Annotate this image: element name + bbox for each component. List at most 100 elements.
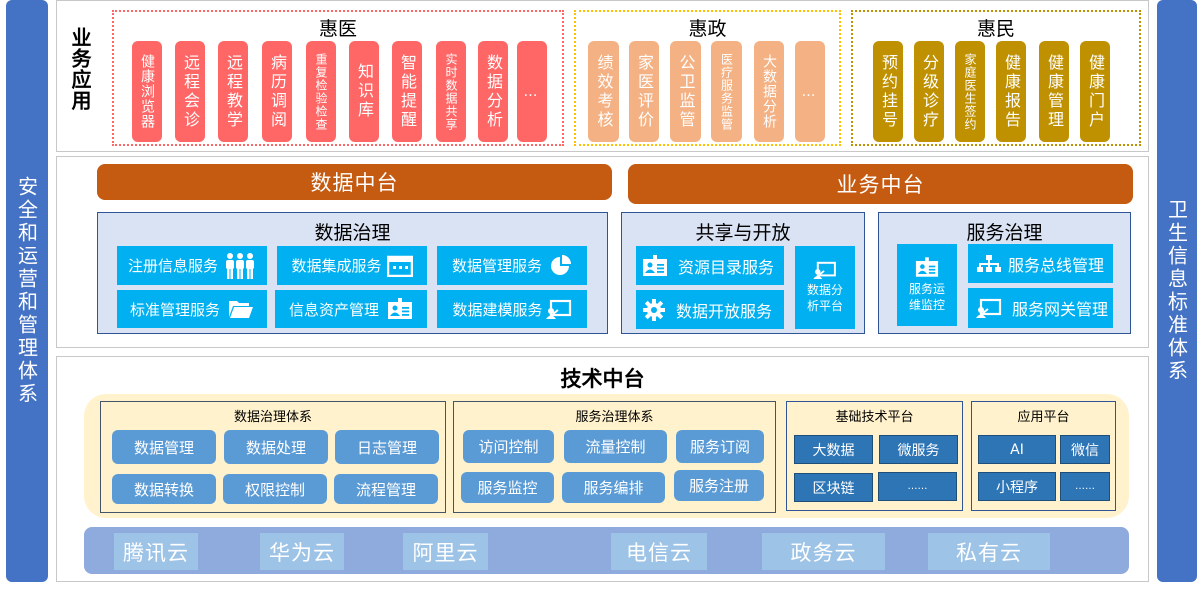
rtile[interactable]: 服务监控 (461, 472, 554, 503)
app-item-label: 知识库 (355, 63, 374, 120)
cloud-gov[interactable]: 政务云 (762, 533, 885, 570)
service-governance-system: 服务治理体系 访问控制 流量控制 服务订阅 服务监控 服务编排 服务注册 (453, 401, 776, 513)
tile-register-info[interactable]: 注册信息服务 (117, 246, 267, 285)
cloud-telecom[interactable]: 电信云 (611, 533, 707, 570)
app-item[interactable]: 分级诊疗 (914, 41, 944, 142)
business-app-title: 业务应用 (68, 27, 92, 111)
zone-title: 共享与开放 (695, 222, 791, 244)
tile-data-integration[interactable]: 数据集成服务 (277, 246, 427, 285)
app-item-label: 智能提醒 (398, 53, 417, 130)
app-item[interactable]: 病历调阅 (262, 41, 292, 142)
security-operations-label: 安全和运营和管理体系 (14, 176, 39, 406)
tile-label: 服务网关管理 (1012, 300, 1109, 319)
app-item-label: 公卫监管 (676, 53, 696, 130)
data-platform-bar: 数据中台 (97, 164, 612, 200)
tile-label: 服务运维监控 (908, 282, 945, 312)
btile[interactable]: 小程序 (978, 472, 1056, 501)
app-item[interactable]: 远程会诊 (175, 41, 205, 142)
app-item-label: 健康管理 (1045, 53, 1064, 130)
presentation-icon (976, 298, 1002, 318)
app-item[interactable]: 健康浏览器 (132, 41, 162, 142)
service-governance-zone: 服务治理 服务运维监控 服务总线管理 服务网关管理 (878, 212, 1131, 334)
zone-title: 服务治理 (966, 222, 1043, 244)
id-card-icon (388, 298, 412, 319)
tile-standard-management[interactable]: 标准管理服务 (117, 290, 267, 328)
btile[interactable]: 大数据 (794, 435, 873, 464)
group-huiyi: 惠医 健康浏览器远程会诊远程教学病历调阅重复检验检查知识库智能提醒实时数据共享数… (112, 10, 564, 146)
app-item-label: … (801, 83, 819, 100)
tile-label: 标准管理服务 (129, 300, 220, 319)
tile-data-open[interactable]: 数据开放服务 (636, 290, 784, 329)
tech-platform-panel: 技术中台 数据治理体系 数据管理 数据处理 日志管理 数据转换 权限控制 流程管… (56, 356, 1149, 582)
app-item-label: 医疗服务监管 (719, 52, 734, 131)
tile-data-management[interactable]: 数据管理服务 (437, 246, 587, 285)
btile[interactable]: 微服务 (879, 435, 958, 464)
cloud-tencent[interactable]: 腾讯云 (114, 533, 198, 570)
rtile[interactable]: 权限控制 (223, 474, 327, 504)
tile-label: 数据建模服务 (452, 300, 543, 319)
people-icon (226, 252, 254, 279)
tile-label: 信息资产管理 (288, 300, 379, 319)
app-item[interactable]: 健康报告 (996, 41, 1026, 142)
app-item[interactable]: 医疗服务监管 (711, 41, 742, 142)
group-title: 惠政 (688, 18, 727, 40)
rtile[interactable]: 数据处理 (224, 430, 328, 464)
app-item[interactable]: 健康门户 (1080, 41, 1110, 142)
app-item[interactable]: 绩效考核 (588, 41, 619, 142)
system-title: 数据治理体系 (233, 410, 312, 425)
app-item[interactable]: 智能提醒 (392, 41, 422, 142)
business-platform-bar: 业务中台 (628, 164, 1133, 204)
app-item[interactable]: 大数据分析 (754, 41, 784, 142)
app-item[interactable]: 重复检验检查 (306, 41, 336, 142)
tile-data-analysis-platform[interactable]: 数据分析平台 (795, 246, 855, 329)
tile-resource-catalog[interactable]: 资源目录服务 (636, 246, 784, 285)
cloud-private[interactable]: 私有云 (928, 533, 1050, 570)
app-item[interactable]: … (795, 41, 825, 142)
tile-service-ops-monitor[interactable]: 服务运维监控 (897, 244, 957, 326)
app-item[interactable]: … (517, 41, 547, 142)
btile[interactable]: 微信 (1060, 435, 1110, 464)
middle-platform-panel: 数据中台 业务中台 数据治理 注册信息服务 数据集成服务 数据管理服务 标准管理… (56, 156, 1149, 348)
rtile[interactable]: 数据转换 (112, 474, 216, 504)
rtile[interactable]: 流程管理 (334, 474, 438, 504)
system-title: 应用平台 (1017, 410, 1070, 425)
rtile[interactable]: 服务注册 (674, 470, 764, 501)
tile-service-bus[interactable]: 服务总线管理 (968, 244, 1113, 283)
data-governance-system: 数据治理体系 数据管理 数据处理 日志管理 数据转换 权限控制 流程管理 (100, 401, 446, 513)
tile-data-modeling[interactable]: 数据建模服务 (437, 290, 587, 328)
tile-label: 数据开放服务 (676, 301, 773, 321)
cloud-aliyun[interactable]: 阿里云 (403, 533, 488, 570)
app-item[interactable]: 预约挂号 (873, 41, 903, 142)
rtile[interactable]: 服务订阅 (676, 430, 764, 463)
app-item[interactable]: 家医评价 (629, 41, 659, 142)
app-item[interactable]: 数据分析 (478, 41, 508, 142)
tile-service-gateway[interactable]: 服务网关管理 (968, 288, 1113, 328)
app-item[interactable]: 公卫监管 (670, 41, 701, 142)
app-item[interactable]: 实时数据共享 (436, 41, 466, 142)
rtile[interactable]: 流量控制 (564, 430, 667, 463)
tile-info-assets[interactable]: 信息资产管理 (275, 290, 427, 328)
btile[interactable]: AI (978, 435, 1056, 464)
btile[interactable]: 区块链 (794, 473, 873, 502)
presentation-icon (545, 299, 571, 319)
btile[interactable]: …… (878, 472, 957, 501)
app-item-label: 家庭医生签约 (963, 52, 977, 131)
app-item[interactable]: 健康管理 (1039, 41, 1069, 142)
rtile[interactable]: 服务编排 (562, 472, 665, 503)
calendar-icon (386, 255, 413, 277)
folder-icon (229, 301, 253, 318)
rtile[interactable]: 数据管理 (112, 430, 216, 464)
app-item-label: 健康门户 (1086, 53, 1105, 130)
app-item[interactable]: 远程教学 (218, 41, 248, 142)
app-item[interactable]: 家庭医生签约 (955, 41, 985, 142)
cloud-huawei[interactable]: 华为云 (260, 533, 344, 570)
tile-label: 数据分析平台 (806, 283, 843, 313)
rtile[interactable]: 访问控制 (463, 430, 554, 463)
rtile[interactable]: 日志管理 (335, 430, 439, 464)
btile[interactable]: …… (1060, 472, 1110, 501)
app-item[interactable]: 知识库 (349, 41, 379, 142)
app-item-label: 健康报告 (1002, 53, 1021, 130)
presentation-icon (813, 261, 836, 279)
tech-platform-title: 技术中台 (560, 367, 645, 391)
tile-label: 注册信息服务 (127, 257, 218, 275)
